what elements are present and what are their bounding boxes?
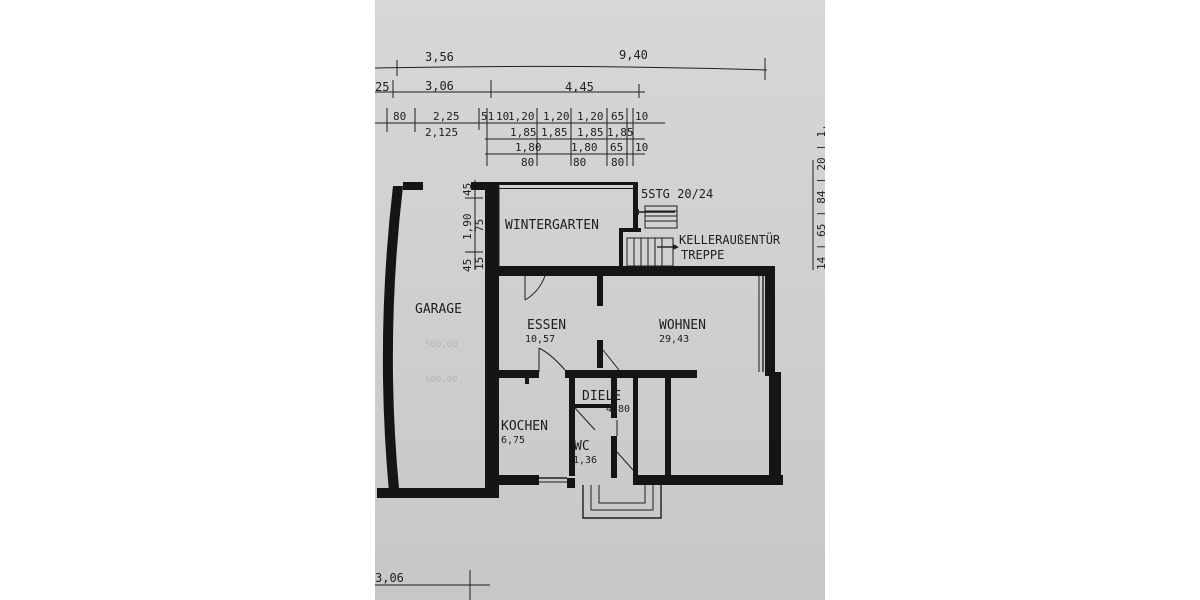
dim-4-45: 4,45 — [565, 80, 594, 94]
dim-3-56: 3,56 — [425, 50, 454, 64]
entry-steps — [582, 485, 662, 519]
dim-1-80-b: 1,80 — [571, 141, 598, 154]
dim-2-125: 2,125 — [425, 126, 458, 139]
walls — [377, 182, 783, 498]
room-kochen-area: 6,75 — [501, 435, 525, 446]
dim-65: 65 — [611, 110, 624, 123]
dimension-lines — [375, 58, 814, 600]
room-diele-label: DIELE — [582, 389, 621, 404]
stairs — [626, 186, 679, 267]
dim-9-40: 9,40 — [619, 48, 648, 62]
room-essen-area: 10,57 — [525, 334, 555, 345]
dim-1-85-d: 1,85 — [607, 126, 634, 139]
room-diele-area: 4,80 — [606, 404, 630, 415]
floor-plan-photo: 3,56 9,40 25 3,06 4,45 80 2,25 51 10 1,2… — [375, 0, 825, 600]
dim-v-right: 14 | 65 | 84 | 20 | 1, — [815, 124, 825, 270]
dim-v-75: 75 — [473, 219, 486, 232]
dim-3-06: 3,06 — [425, 79, 454, 93]
room-essen-label: ESSEN — [527, 318, 566, 333]
dim-10-c: 10 — [635, 141, 648, 154]
stair-steps-note: 5STG 20/24 — [641, 187, 713, 201]
dim-v-45-b: 45 — [461, 259, 474, 272]
windows — [498, 186, 764, 483]
dim-80: 80 — [393, 110, 406, 123]
faint-mark-1: 500,00 — [425, 340, 458, 350]
dim-1-85-c: 1,85 — [577, 126, 604, 139]
room-wohnen-area: 29,43 — [659, 334, 689, 345]
dim-80-d: 80 — [611, 156, 624, 169]
dim-1-85-b: 1,85 — [541, 126, 568, 139]
dim-65-b: 65 — [610, 141, 623, 154]
door-swings — [524, 275, 634, 471]
dim-bottom-3-06: 3,06 — [375, 571, 404, 585]
room-garage-label: GARAGE — [415, 302, 462, 317]
dim-80-c: 80 — [573, 156, 586, 169]
room-wc-area: 1,36 — [573, 455, 597, 466]
room-wohnen-label: WOHNEN — [659, 318, 706, 333]
dim-10-b: 10 — [635, 110, 648, 123]
dim-1-85-a: 1,85 — [510, 126, 537, 139]
cellar-stair-note: TREPPE — [681, 248, 724, 262]
dim-80-b: 80 — [521, 156, 534, 169]
dim-25: 25 — [375, 80, 389, 94]
dim-51: 51 — [481, 110, 494, 123]
floor-plan: 3,56 9,40 25 3,06 4,45 80 2,25 51 10 1,2… — [375, 48, 825, 600]
dim-v-15: 15 — [473, 257, 486, 270]
dim-1-20-b: 1,20 — [543, 110, 570, 123]
dim-1-20-c: 1,20 — [577, 110, 604, 123]
room-wintergarten-label: WINTERGARTEN — [505, 218, 599, 233]
room-wc-label: WC — [574, 439, 590, 454]
faint-mark-2: 500,00 — [425, 375, 458, 385]
room-kochen-label: KOCHEN — [501, 419, 548, 434]
cellar-door-note: KELLERAUßENTÜR — [679, 231, 781, 247]
dim-v-1-90: 1,90 — [461, 214, 474, 241]
dim-1-80-a: 1,80 — [515, 141, 542, 154]
dim-2-25: 2,25 — [433, 110, 460, 123]
dim-v-45: 45 — [461, 183, 474, 196]
dim-1-20-a: 1,20 — [508, 110, 535, 123]
dim-10: 10 — [496, 110, 509, 123]
